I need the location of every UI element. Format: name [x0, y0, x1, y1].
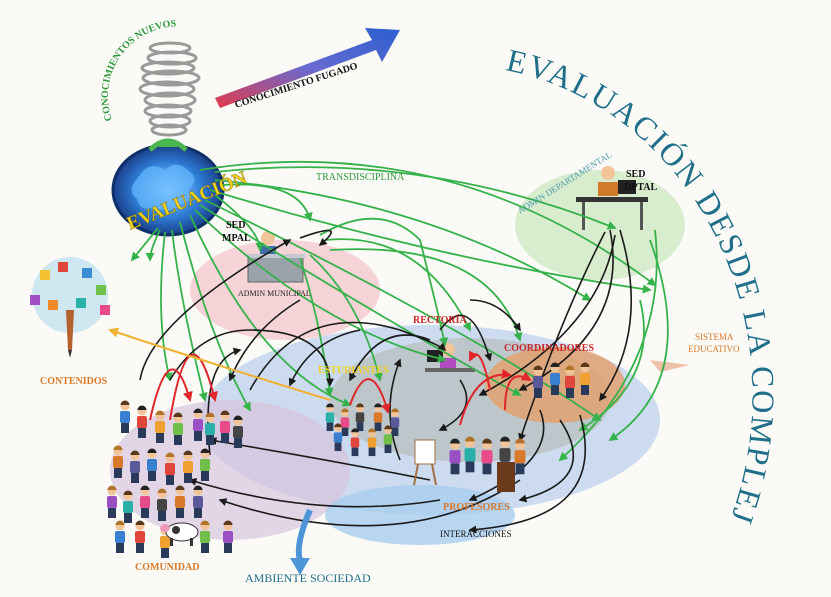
- label-contenidos: CONTENIDOS: [40, 376, 108, 387]
- podium-icon: [497, 462, 515, 492]
- person-figure: [449, 438, 461, 475]
- ambiente-sociedad-arrow: [295, 508, 313, 561]
- label-estudiantes: ESTUDIANTES: [318, 365, 389, 376]
- red-arrows: [149, 350, 532, 426]
- person-figure: [107, 485, 117, 518]
- person-figure: [147, 448, 157, 481]
- person-figure: [340, 408, 350, 437]
- label-sed-mpal-2: MPAL: [222, 233, 251, 244]
- cow-icon: [160, 522, 199, 546]
- contenidos-tree-icon: [30, 257, 110, 358]
- person-figure: [464, 436, 476, 473]
- person-figure: [157, 488, 167, 521]
- label-sed-mpal-1: SED: [226, 220, 245, 231]
- person-figure: [373, 403, 383, 432]
- person-figure: [383, 425, 393, 454]
- person-figure: [193, 485, 203, 518]
- person-figure: [175, 485, 185, 518]
- person-figure: [137, 405, 147, 438]
- person-figure: [390, 408, 400, 437]
- person-figure: [113, 445, 123, 478]
- easel-board-icon: [413, 439, 437, 486]
- person-figure: [140, 485, 150, 518]
- label-rectoria: RECTORÍA: [413, 314, 467, 326]
- person-figure: [123, 490, 133, 523]
- spring-coil-icon: [138, 41, 201, 137]
- label-profesores: PROFESORES: [443, 502, 510, 513]
- background-blobs: [110, 170, 690, 545]
- contenidos-arrow: [108, 327, 331, 401]
- person-figure: [220, 410, 230, 443]
- person-figure: [350, 428, 360, 457]
- person-figure: [193, 408, 203, 441]
- label-sed-dptal-1: SED: [626, 169, 645, 180]
- person-figure: [205, 412, 215, 445]
- knowledge-leak-arrow: [215, 28, 400, 108]
- label-sistema-educativo-2: EDUCATIVO: [688, 344, 740, 354]
- green-arrows: [130, 160, 669, 462]
- label-transdisciplina: TRANSDISCIPLINA: [316, 172, 405, 183]
- person-figure: [580, 362, 590, 395]
- person-figure: [533, 365, 543, 398]
- person-figure: [173, 412, 183, 445]
- person-figure: [550, 362, 560, 395]
- person-figure: [514, 438, 526, 475]
- person-figure: [155, 410, 165, 443]
- person-figure: [355, 403, 365, 432]
- label-sistema-educativo-1: SISTEMA: [695, 332, 734, 342]
- person-figure: [565, 365, 575, 398]
- person-figure: [367, 428, 377, 457]
- label-coordinadores: COORDINADORES: [504, 343, 594, 354]
- person-figure: [135, 520, 145, 553]
- person-figure: [200, 520, 210, 553]
- label-sed-dptal-2: DPTAL: [624, 182, 657, 193]
- person-figure: [333, 423, 343, 452]
- label-ambiente-sociedad: AMBIENTE SOCIEDAD: [245, 571, 371, 585]
- person-figure: [115, 520, 125, 553]
- person-figure: [223, 520, 233, 553]
- label-admin-municipal: ADMIN MUNICIPAL: [238, 289, 311, 298]
- brain-evaluation-icon: [111, 138, 225, 237]
- person-figure: [120, 400, 130, 433]
- label-comunidad: COMUNIDAD: [135, 562, 199, 573]
- person-figure: [325, 403, 335, 432]
- person-figure: [183, 450, 193, 483]
- person-figure: [130, 450, 140, 483]
- label-interacciones: INTERACCIONES: [440, 529, 512, 539]
- person-figure: [481, 438, 493, 475]
- person-figure: [200, 448, 210, 481]
- people-figures: [107, 362, 590, 558]
- person-figure: [233, 415, 243, 448]
- person-figure: [165, 452, 175, 485]
